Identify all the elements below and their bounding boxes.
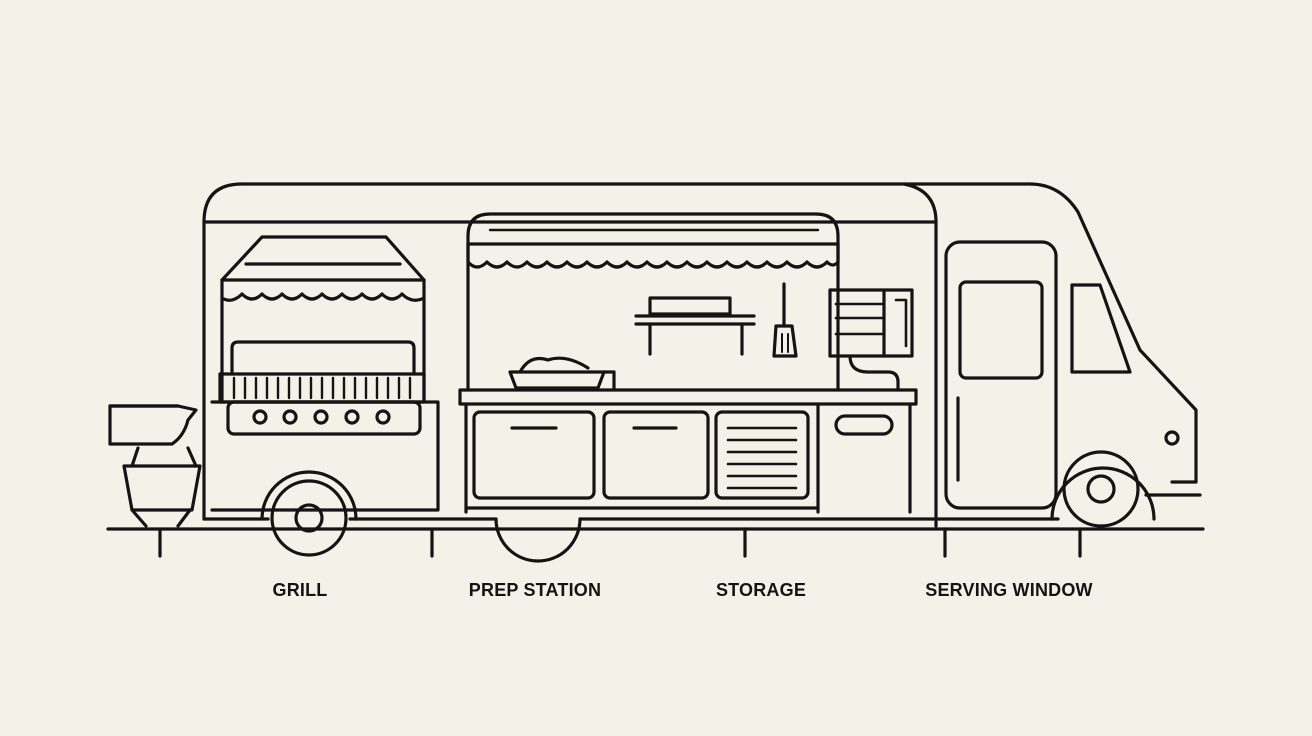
wheels [262,452,1154,561]
label-prep-station: PREP STATION [468,580,602,600]
prep-bowl [510,372,604,388]
windshield [1072,285,1130,372]
shelf-tray [650,298,730,314]
rear-wheel-arch [1052,468,1154,519]
prep-scallop-awning [468,244,838,267]
storage-section [716,290,912,512]
grill-cabinet [212,402,438,510]
headlight [1166,432,1178,444]
truck-body [204,184,1200,526]
ground-line [108,529,1203,556]
cabinet-door [474,412,594,498]
grill-section [212,237,438,510]
storage-vent-panel [716,412,808,498]
cab [946,242,1178,508]
spatula-icon [774,326,796,356]
grill-knob [346,411,358,423]
side-shelf [110,406,196,444]
grill-knob [284,411,296,423]
rear-wheel-hub [1088,476,1114,502]
grate-bars [234,378,410,398]
cab-divider [904,184,936,526]
grill-hood [232,342,414,374]
label-grill: GRILL [272,580,328,600]
grill-canopy-roof [222,237,424,280]
prep-station [460,214,916,512]
grill-control-panel [228,402,420,434]
label-storage: STORAGE [715,580,807,600]
middle-wheel [496,519,580,561]
prep-window-frame [468,214,838,390]
cab-door [946,242,1056,508]
grill-knob [377,411,389,423]
grill-knob [315,411,327,423]
bowl-food [520,358,588,372]
cabinet-door [604,412,708,498]
countertop [460,390,916,404]
front-wheel-arch [262,472,356,519]
label-serving-window: SERVING WINDOW [925,580,1093,600]
storage-handle [836,416,892,434]
rear-wheel [1064,452,1138,526]
grill-scallop-awning [222,280,424,300]
side-tray [110,406,200,526]
front-wheel [272,481,346,555]
grill-knob [254,411,266,423]
door-window [960,282,1042,378]
side-bin [124,466,200,510]
storage-pipe [850,356,898,390]
front-wheel-hub [296,505,322,531]
